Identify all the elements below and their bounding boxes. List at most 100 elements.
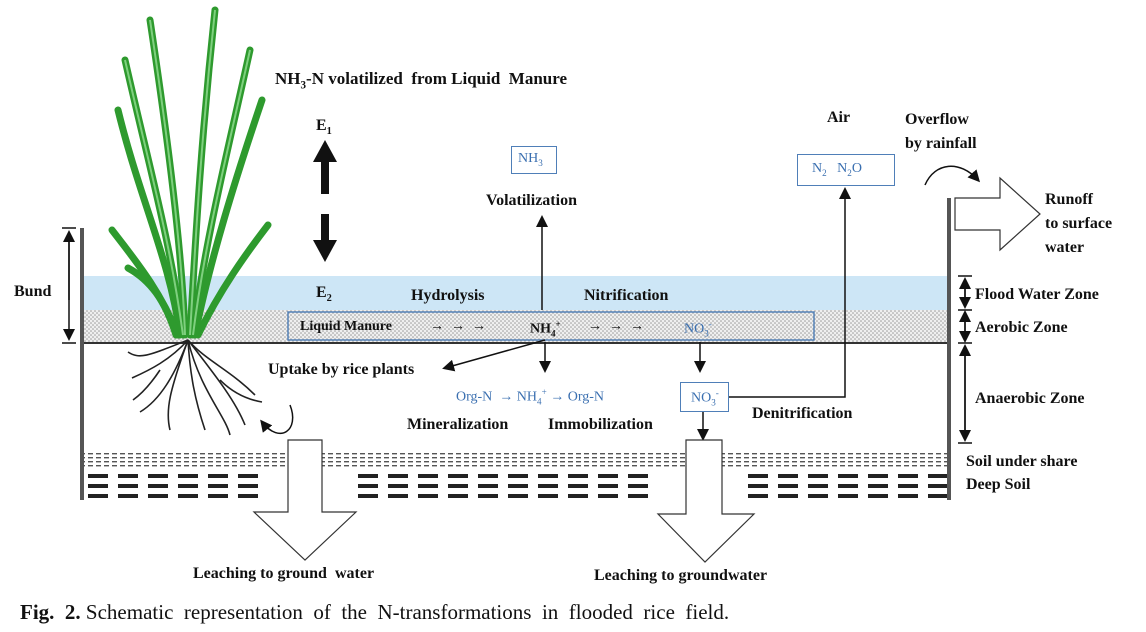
deep-soil-dash: [238, 484, 258, 488]
deep-soil-dash: [808, 474, 828, 478]
deep-soil-dash: [358, 474, 378, 478]
caption-prefix: Fig. 2.: [20, 600, 81, 624]
anaerobic-zone-label: Anaerobic Zone: [975, 390, 1085, 407]
e1-label: E1: [316, 117, 332, 138]
deep-soil-dash: [508, 494, 528, 498]
liquid-manure-row-box: [287, 311, 815, 341]
deep-soil-dash: [118, 494, 138, 498]
deep-soil-dash: [478, 494, 498, 498]
deep-soil-dash: [598, 474, 618, 478]
deep-soil-dash: [838, 494, 858, 498]
deep-soil-dash: [778, 494, 798, 498]
deep-soil-dash: [778, 484, 798, 488]
deep-soil-dash: [148, 474, 168, 478]
air-label: Air: [827, 109, 851, 126]
deep-soil-dash: [898, 494, 918, 498]
deep-soil-dash: [568, 494, 588, 498]
denitrification-label: Denitrification: [752, 405, 853, 422]
overflow-label: Overflow: [905, 111, 969, 128]
by-rainfall-label: by rainfall: [905, 135, 977, 152]
deep-soil-layer: [88, 474, 948, 498]
n2-n2o-box: [797, 154, 895, 186]
deep-soil-dash: [538, 484, 558, 488]
runoff-label-1: Runoff: [1045, 191, 1094, 208]
deep-soil-dash: [418, 474, 438, 478]
deep-soil-dash: [118, 474, 138, 478]
zone-dimension-markers: [958, 275, 972, 444]
aerobic-zone-label: Aerobic Zone: [975, 319, 1068, 336]
liquid-manure-label: Liquid Manure: [300, 319, 392, 334]
deep-soil-dash: [418, 494, 438, 498]
no3-mid-label: NO3-: [684, 319, 712, 339]
deep-soil-dash: [388, 474, 408, 478]
deep-soil-dash: [448, 494, 468, 498]
aerobic-zone: [84, 310, 948, 343]
deep-soil-dash: [88, 474, 108, 478]
deep-soil-dash: [928, 494, 948, 498]
nitrification-label: Nitrification: [584, 287, 669, 304]
nh3-box: [511, 146, 557, 174]
deep-soil-dash: [598, 484, 618, 488]
figure-caption: Fig. 2. Schematic representation of the …: [20, 600, 729, 625]
deep-soil-dash: [538, 494, 558, 498]
deep-soil-dash: [238, 494, 258, 498]
deep-soil-dash: [898, 484, 918, 488]
deep-soil-dash: [88, 494, 108, 498]
deep-soil-dash: [748, 484, 768, 488]
deep-soil-dash: [148, 484, 168, 488]
deep-soil-dash: [358, 484, 378, 488]
soil-under-share-layer: [84, 452, 948, 468]
deep-soil-dash: [928, 484, 948, 488]
runoff-label-3: water: [1045, 239, 1085, 256]
runoff-arrow: [954, 176, 1041, 252]
deep-soil-dash: [148, 494, 168, 498]
deep-soil-dash: [868, 484, 888, 488]
immobilization-label: Immobilization: [548, 416, 653, 433]
caption-text: Schematic representation of the N-transf…: [85, 600, 730, 624]
deep-soil-dash: [208, 494, 228, 498]
deep-soil-dash: [178, 474, 198, 478]
runoff-label-2: to surface: [1045, 215, 1113, 232]
deep-soil-dash: [448, 484, 468, 488]
volatilization-label: Volatilization: [486, 192, 577, 209]
deep-soil-dash: [118, 484, 138, 488]
deep-soil-dash: [748, 494, 768, 498]
deep-soil-dash: [568, 474, 588, 478]
deep-soil-dash: [598, 494, 618, 498]
deep-soil-dash: [568, 484, 588, 488]
deep-soil-label: Deep Soil: [966, 476, 1031, 493]
nh3-label: NH3: [518, 151, 543, 168]
uptake-label: Uptake by rice plants: [268, 361, 415, 378]
deep-soil-dash: [508, 484, 528, 488]
deep-soil-dash: [418, 484, 438, 488]
leaching-arrow-left: [252, 439, 358, 561]
leaching-left-label: Leaching to ground water: [193, 565, 375, 582]
deep-soil-dash: [388, 494, 408, 498]
deep-soil-dash: [178, 484, 198, 488]
deep-soil-dash: [478, 484, 498, 488]
deep-soil-dash: [508, 474, 528, 478]
deep-soil-dash: [628, 484, 648, 488]
deep-soil-dash: [778, 474, 798, 478]
no3-box: [680, 382, 729, 412]
flood-water-zone-label: Flood Water Zone: [975, 286, 1099, 303]
deep-soil-dash: [448, 474, 468, 478]
deep-soil-dash: [628, 474, 648, 478]
deep-soil-dash: [478, 474, 498, 478]
deep-soil-dash: [538, 474, 558, 478]
bund-label: Bund: [14, 283, 52, 300]
deep-soil-dash: [748, 474, 768, 478]
deep-soil-dash: [898, 474, 918, 478]
leaching-arrow-right: [656, 439, 756, 563]
nh4-mid-label: NH4+: [530, 319, 561, 339]
hydrolysis-label: Hydrolysis: [411, 287, 485, 304]
rice-plant-icon: [108, 6, 294, 436]
deep-soil-dash: [628, 494, 648, 498]
deep-soil-dash: [208, 474, 228, 478]
orgn-cycle-label: Org-N → NH4+ → Org-N: [456, 387, 604, 407]
deep-soil-dash: [868, 474, 888, 478]
soil-under-share-label: Soil under share: [966, 453, 1078, 470]
deep-soil-dash: [388, 484, 408, 488]
deep-soil-dash: [928, 474, 948, 478]
